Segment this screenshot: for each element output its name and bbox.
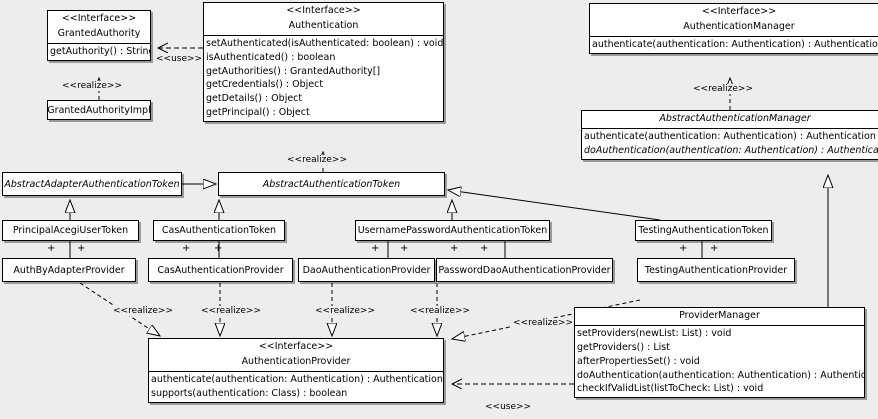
edge-generalize-testing-token bbox=[448, 190, 661, 221]
edge-label-realize-dao-provider: <<realize>> bbox=[314, 306, 376, 316]
class-cas-authentication-provider[interactable]: CasAuthenticationProvider bbox=[148, 258, 293, 282]
class-header: <<Interface>> AuthenticationProvider bbox=[149, 339, 443, 371]
class-name: CasAuthenticationToken bbox=[161, 225, 277, 236]
edge-label-use-granted-authority: <<use>> bbox=[155, 54, 204, 64]
edge-label-realize-abstract-authentication-token: <<realize>> bbox=[286, 155, 348, 165]
class-provider-manager[interactable]: ProviderManager setProviders(newList: Li… bbox=[574, 307, 865, 399]
class-name: ProviderManager bbox=[679, 310, 760, 321]
stereotype-label: <<Interface>> bbox=[258, 341, 334, 352]
class-username-password-authentication-token[interactable]: UsernamePasswordAuthenticationToken bbox=[355, 220, 550, 241]
class-methods: getAuthority() : String bbox=[48, 42, 150, 60]
method: authenticate(authentication: Authenticat… bbox=[584, 130, 876, 142]
class-authentication-manager[interactable]: <<Interface>> AuthenticationManager auth… bbox=[589, 3, 878, 54]
class-testing-authentication-provider[interactable]: TestingAuthenticationProvider bbox=[637, 258, 795, 282]
class-name: CasAuthenticationProvider bbox=[157, 264, 284, 276]
edge-label-realize-cas-provider: <<realize>> bbox=[200, 306, 262, 316]
method: authenticate(authentication: Authenticat… bbox=[592, 38, 878, 50]
class-methods: setProviders(newList: List) : void getPr… bbox=[575, 324, 864, 397]
class-authentication-provider[interactable]: <<Interface>> AuthenticationProvider aut… bbox=[148, 338, 444, 403]
assoc-marker-testing-left: + bbox=[679, 243, 688, 254]
method: doAuthentication(authentication: Authent… bbox=[584, 144, 878, 156]
class-header: <<Interface>> Authentication bbox=[204, 3, 443, 35]
class-cas-authentication-token[interactable]: CasAuthenticationToken bbox=[153, 220, 285, 241]
method: getCredentials() : Object bbox=[206, 79, 324, 91]
class-name: PrincipalAcegiUserToken bbox=[12, 225, 129, 236]
class-abstract-adapter-authentication-token[interactable]: AbstractAdapterAuthenticationToken bbox=[2, 172, 182, 196]
edge-label-use-provider-manager: <<use>> bbox=[484, 402, 533, 412]
edge-label-realize-provider-manager: <<realize>> bbox=[512, 318, 574, 328]
class-principal-acegi-user-token[interactable]: PrincipalAcegiUserToken bbox=[2, 220, 139, 241]
method: authenticate(authentication: Authenticat… bbox=[151, 373, 443, 385]
class-password-dao-authentication-provider[interactable]: PasswordDaoAuthenticationProvider bbox=[436, 258, 613, 282]
class-dao-authentication-provider[interactable]: DaoAuthenticationProvider bbox=[298, 258, 435, 282]
assoc-marker-password-dao-right: + bbox=[480, 243, 489, 254]
class-granted-authority[interactable]: <<Interface>> GrantedAuthority getAuthor… bbox=[47, 10, 151, 61]
class-methods: setAuthenticated(isAuthenticated: boolea… bbox=[204, 34, 443, 121]
method: setProviders(newList: List) : void bbox=[577, 327, 732, 339]
method: getProviders() : List bbox=[577, 341, 670, 353]
class-methods: authenticate(authentication: Authenticat… bbox=[582, 127, 878, 159]
class-name: GrantedAuthority bbox=[57, 27, 141, 39]
class-name: AbstractAuthenticationManager bbox=[659, 113, 811, 124]
class-header: ProviderManager bbox=[575, 308, 864, 325]
class-name: PasswordDaoAuthenticationProvider bbox=[438, 264, 611, 276]
method: getPrincipal() : Object bbox=[206, 107, 310, 119]
class-name: AuthenticationManager bbox=[683, 20, 795, 32]
assoc-marker-testing-right: + bbox=[710, 243, 719, 254]
method: getAuthorities() : GrantedAuthority[] bbox=[206, 65, 381, 77]
edge-label-realize-auth-by-adapter: <<realize>> bbox=[112, 306, 174, 316]
class-authentication[interactable]: <<Interface>> Authentication setAuthenti… bbox=[203, 2, 444, 122]
assoc-marker-principal-acegi-left: + bbox=[47, 243, 56, 254]
class-abstract-authentication-token[interactable]: AbstractAuthenticationToken bbox=[218, 172, 445, 196]
stereotype-label: <<Interface>> bbox=[701, 6, 777, 17]
class-methods: authenticate(authentication: Authenticat… bbox=[590, 35, 878, 53]
assoc-marker-dao-right: + bbox=[400, 243, 409, 254]
assoc-marker-dao-left: + bbox=[371, 243, 380, 254]
class-name: UsernamePasswordAuthenticationToken bbox=[357, 225, 548, 236]
method: getAuthority() : String bbox=[50, 45, 150, 57]
assoc-marker-password-dao-left: + bbox=[450, 243, 459, 254]
class-name: AbstractAuthenticationToken bbox=[262, 178, 401, 190]
class-header: <<Interface>> AuthenticationManager bbox=[590, 4, 878, 36]
assoc-marker-cas-left: + bbox=[182, 243, 191, 254]
class-name: AbstractAdapterAuthenticationToken bbox=[4, 178, 180, 190]
edge-label-realize-password-dao-provider: <<realize>> bbox=[409, 306, 471, 316]
class-name: Authentication bbox=[288, 19, 359, 31]
class-auth-by-adapter-provider[interactable]: AuthByAdapterProvider bbox=[2, 258, 136, 282]
stereotype-label: <<Interface>> bbox=[61, 13, 137, 24]
class-name: TestingAuthenticationToken bbox=[638, 225, 769, 236]
stereotype-label: <<Interface>> bbox=[286, 5, 361, 16]
method: isAuthenticated() : boolean bbox=[206, 51, 336, 63]
method: doAuthentication(authentication: Authent… bbox=[577, 369, 864, 381]
method: getDetails() : Object bbox=[206, 93, 303, 105]
edge-label-realize-granted-authority-impl: <<realize>> bbox=[61, 81, 123, 91]
method: checkIfValidList(listToCheck: List) : vo… bbox=[577, 383, 764, 395]
class-name: DaoAuthenticationProvider bbox=[302, 264, 431, 276]
edge-realize-auth-by-adapter-provider bbox=[79, 282, 160, 336]
class-header: <<Interface>> GrantedAuthority bbox=[48, 11, 150, 43]
class-header: AbstractAuthenticationManager bbox=[582, 111, 878, 128]
method: afterPropertiesSet() : void bbox=[577, 355, 700, 367]
assoc-marker-principal-acegi-right: + bbox=[77, 243, 86, 254]
class-methods: authenticate(authentication: Authenticat… bbox=[149, 370, 443, 402]
class-name: AuthByAdapterProvider bbox=[13, 264, 125, 276]
method: supports(authentication: Class) : boolea… bbox=[151, 387, 348, 399]
class-name: GrantedAuthorityImpl bbox=[47, 104, 151, 116]
class-granted-authority-impl[interactable]: GrantedAuthorityImpl bbox=[47, 100, 151, 120]
assoc-marker-cas-right: + bbox=[214, 243, 223, 254]
class-abstract-authentication-manager[interactable]: AbstractAuthenticationManager authentica… bbox=[581, 110, 878, 160]
class-testing-authentication-token[interactable]: TestingAuthenticationToken bbox=[635, 220, 772, 241]
class-name: TestingAuthenticationProvider bbox=[644, 264, 788, 276]
method: setAuthenticated(isAuthenticated: boolea… bbox=[206, 37, 443, 49]
class-name: AuthenticationProvider bbox=[241, 355, 351, 367]
edge-label-realize-abstract-authentication-manager: <<realize>> bbox=[692, 84, 754, 94]
